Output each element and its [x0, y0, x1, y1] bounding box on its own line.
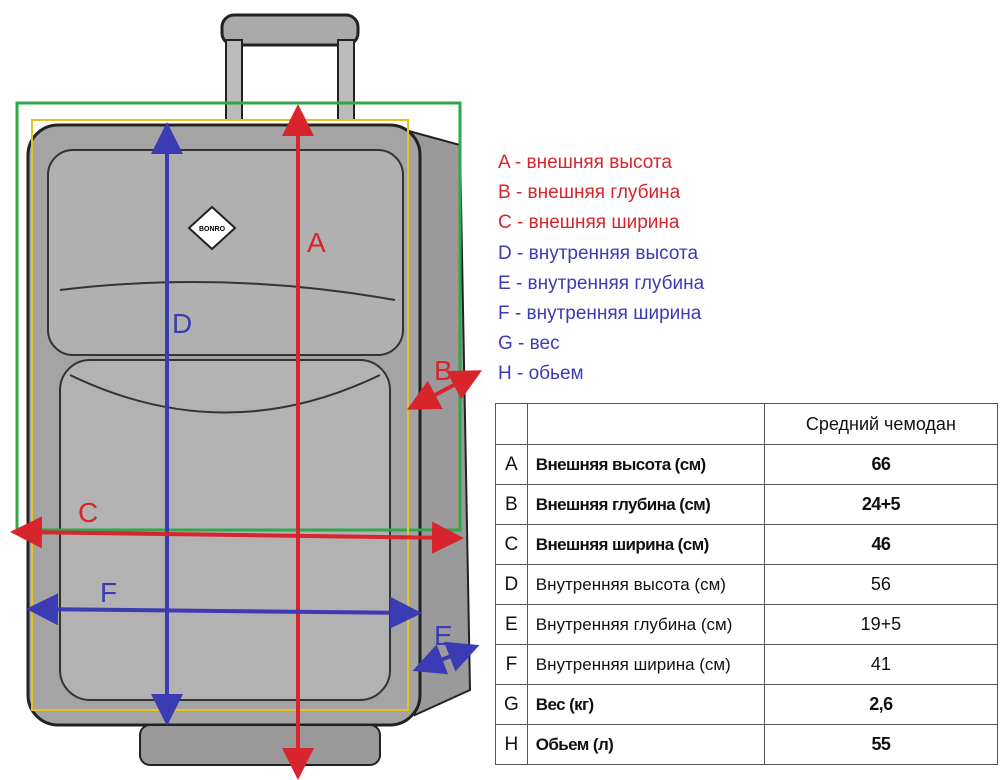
row-letter: D — [495, 564, 528, 605]
row-letter: B — [495, 484, 528, 525]
row-value: 41 — [763, 644, 999, 685]
label-c: C — [78, 497, 98, 528]
legend-item-b: B - внешняя глубина — [498, 182, 681, 204]
row-label: Внешняя ширина (см) — [526, 524, 765, 565]
row-value: 24+5 — [763, 484, 999, 525]
row-value: 2,6 — [763, 684, 999, 725]
label-d: D — [172, 308, 192, 339]
table-header-row: Средний чемодан — [495, 403, 999, 445]
dimension-arrow-e — [412, 641, 480, 675]
dimension-arrow-b — [406, 370, 483, 410]
row-label: Внешняя высота (см) — [526, 444, 765, 485]
row-value: 46 — [763, 524, 999, 565]
row-value: 66 — [763, 444, 999, 485]
row-letter: G — [495, 684, 528, 725]
row-value: 56 — [763, 564, 999, 605]
legend-item-c: C - внешняя ширина — [498, 212, 680, 234]
legend-item-h: H - обьем — [498, 363, 584, 385]
dimension-arrow-c — [10, 516, 464, 554]
row-label: Внутренняя высота (см) — [526, 564, 765, 605]
legend-item-e: E - внутренняя глубина — [498, 272, 705, 294]
suitcase-diagram: BONRO A D C F B E — [10, 13, 483, 780]
row-label: Вес (кг) — [526, 684, 765, 725]
brand-logo: BONRO — [187, 205, 237, 251]
row-value: 55 — [763, 724, 999, 765]
label-f: F — [100, 577, 117, 608]
legend-item-f: F - внутренняя ширина — [498, 303, 702, 325]
legend-item-d: D - внутренняя высота — [498, 242, 699, 264]
legend-item-g: G - вес — [498, 333, 560, 355]
row-value: 19+5 — [763, 604, 999, 645]
row-label: Обьем (л) — [526, 724, 765, 765]
row-label: Внутренняя глубина (см) — [526, 604, 765, 645]
svg-text:BONRO: BONRO — [199, 226, 226, 233]
suitcase-illustration: BONRO — [26, 13, 472, 766]
label-b: B — [434, 355, 453, 386]
dimension-arrow-f — [26, 593, 422, 629]
row-label: Внутренняя ширина (см) — [526, 644, 765, 685]
inner-bound-frame — [31, 119, 409, 711]
row-letter: C — [495, 524, 528, 565]
row-letter: A — [495, 444, 528, 485]
label-e: E — [434, 620, 453, 651]
row-letter: F — [495, 644, 528, 685]
row-letter: E — [495, 604, 528, 645]
column-header: Средний чемодан — [763, 403, 999, 445]
label-a: A — [307, 227, 326, 258]
row-label: Внешняя глубина (см) — [526, 484, 765, 525]
dimension-legend: A - внешняя высота B - внешняя глубина C… — [498, 148, 704, 390]
legend-item-a: A - внешняя высота — [498, 152, 672, 173]
row-letter: H — [495, 724, 528, 765]
